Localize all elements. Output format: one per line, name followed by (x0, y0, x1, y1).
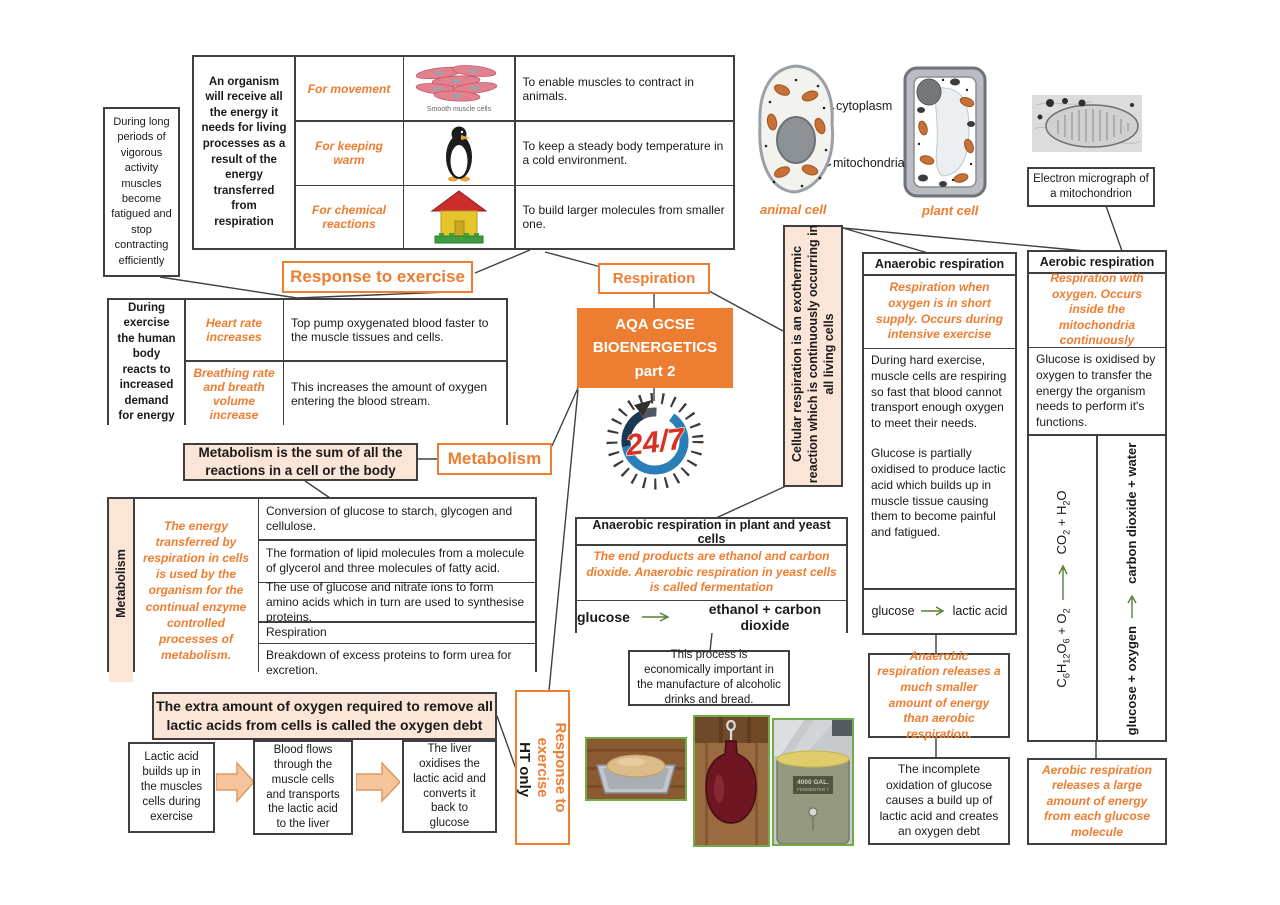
metabolism-statement: Metabolism is the sum of all the reactio… (183, 443, 418, 481)
metabolism-row-4: Respiration (259, 622, 535, 643)
metabolism-heading: Metabolism (437, 443, 552, 475)
block-arrow-icon (355, 760, 402, 809)
anaerobic-energy-note: Anaerobic respiration releases a much sm… (868, 649, 1010, 741)
animal-cell-caption: animal cell (760, 202, 827, 217)
anaerobic-body-2: Glucose is partially oxidised to produce… (871, 446, 1006, 540)
wine-demijohn-photo (693, 715, 770, 847)
plant-cell-image (903, 66, 987, 203)
anaerobic-eq-left: glucose (871, 604, 915, 619)
anaerobic-body: During hard exercise, muscle cells are r… (864, 349, 1015, 588)
title-line-1: AQA GCSE (615, 316, 695, 334)
oxygen-debt-step-1: Lactic acid builds up in the muscles cel… (128, 742, 215, 833)
aerobic-word-equation: glucose + oxygen carbon dioxide + water (1097, 435, 1165, 740)
mitochondria-label: mitochondria (833, 156, 905, 170)
cytoplasm-label: cytoplasm (836, 99, 893, 113)
fermenter-photo: 4000 GAL. FERMENTER 7 (772, 718, 854, 846)
aerobic-summary: Respiration with oxygen. Occurs inside t… (1029, 271, 1165, 347)
chem-eq-left: C6H12O6 + O2 (1053, 607, 1072, 688)
word-eq-right: carbon dioxide + water (1123, 442, 1139, 584)
metabolism-row-5: Breakdown of excess proteins to form ure… (259, 644, 535, 682)
exercise-table: During exercise the human body reacts to… (107, 298, 508, 426)
cellular-respiration-note: Cellular respiration is an exothermic re… (783, 225, 843, 487)
title-line-3: part 2 (634, 362, 676, 380)
metabolism-row-2: The formation of lipid molecules from a … (259, 540, 535, 582)
ht-heading-black: HT only (516, 742, 534, 798)
word-eq-left: glucose + oxygen (1123, 625, 1139, 735)
fermenter-label-line1: 4000 GAL. (797, 779, 829, 786)
right-arrow-icon (920, 606, 947, 616)
penguin-image (404, 121, 514, 185)
plant-cell-caption: plant cell (922, 203, 979, 218)
fatigue-note: During long periods of vigorous activity… (103, 107, 180, 277)
oxygen-debt-statement: The extra amount of oxygen required to r… (152, 692, 497, 740)
bread-photo (585, 737, 687, 801)
heart-rate-label: Heart rate increases (185, 300, 283, 360)
yeast-respiration-table: Anaerobic respiration in plant and yeast… (575, 517, 848, 633)
metabolism-side-label: Metabolism (109, 499, 133, 682)
smooth-muscle-cells-image: Smooth muscle cells (404, 57, 514, 120)
exercise-intro: During exercise the human body reacts to… (109, 300, 184, 426)
energy-row-chemical-desc: To build larger molecules from smaller o… (515, 186, 733, 248)
smooth-muscle-caption: Smooth muscle cells (427, 106, 492, 113)
energy-row-chemical-label: For chemical reactions (295, 186, 403, 248)
energy-row-movement-desc: To enable muscles to contract in animals… (515, 57, 733, 120)
map-title: AQA GCSE BIOENERGETICS part 2 (577, 308, 733, 388)
metabolism-summary: The energy transferred by respiration in… (134, 499, 258, 682)
right-arrow-icon (1126, 591, 1136, 618)
fermenter-label-line2: FERMENTER 7 (797, 787, 829, 792)
anaerobic-header: Anaerobic respiration (864, 254, 1015, 274)
oxygen-debt-step-3: The liver oxidises the lactic acid and c… (402, 740, 497, 833)
energy-row-warm-desc: To keep a steady body temperature in a c… (515, 121, 733, 185)
respiration-heading: Respiration (598, 263, 710, 294)
yeast-header: Anaerobic respiration in plant and yeast… (577, 518, 846, 546)
fermentation-economic-note: This process is economically important i… (628, 649, 790, 706)
energy-uses-table: An organism will receive all the energy … (192, 55, 735, 250)
block-arrow-icon (215, 760, 256, 809)
response-to-exercise-heading: Response to exercise (282, 261, 473, 293)
aerobic-respiration-table: Aerobic respiration Respiration with oxy… (1027, 250, 1167, 742)
anaerobic-body-1: During hard exercise, muscle cells are r… (871, 353, 1007, 431)
energy-table-intro: An organism will receive all the energy … (194, 57, 294, 248)
metabolism-row-3: The use of glucose and nitrate ions to f… (259, 580, 535, 624)
energy-row-movement-label: For movement (295, 57, 403, 120)
anaerobic-summary: Respiration when oxygen is in short supp… (864, 275, 1015, 348)
yeast-eq-left: glucose (577, 609, 630, 625)
chem-eq-right: CO2 + H2O (1053, 489, 1072, 554)
right-arrow-icon (1057, 562, 1068, 600)
energy-row-warm-label: For keeping warm (295, 121, 403, 185)
breathing-rate-label: Breathing rate and breath volume increas… (185, 361, 283, 426)
micrograph-caption: Electron micrograph of a mitochondrion (1027, 167, 1155, 207)
metabolism-table: Metabolism The energy transferred by res… (107, 497, 537, 682)
ht-heading-orange: Response to exercise (534, 722, 570, 813)
yeast-summary: The end products are ethanol and carbon … (577, 545, 846, 600)
yeast-eq-right: ethanol + carbon dioxide (708, 601, 822, 633)
oxygen-debt-note: The incomplete oxidation of glucose caus… (868, 757, 1010, 845)
yeast-equation: glucose ethanol + carbon dioxide (577, 601, 846, 633)
aerobic-energy-note: Aerobic respiration releases a large amo… (1027, 758, 1167, 845)
clock-text: 24/7 (623, 422, 687, 462)
response-to-exercise-ht-heading: Response to exercise HT only (515, 690, 570, 845)
right-arrow-icon (641, 612, 672, 622)
breathing-rate-desc: This increases the amount of oxygen ente… (284, 361, 506, 426)
animal-cell-image (752, 62, 840, 202)
oxygen-debt-step-2: Blood flows through the muscle cells and… (253, 740, 353, 835)
mitochondrion-micrograph-image (1032, 95, 1142, 157)
heart-rate-desc: Top pump oxygenated blood faster to the … (284, 300, 506, 360)
clock-24-7-image: 24/7 (598, 392, 713, 498)
title-line-2: BIOENERGETICS (592, 339, 718, 357)
aerobic-chemical-equation: C6H12O6 + O2 CO2 + H2O (1029, 435, 1097, 740)
aerobic-body: Glucose is oxidised by oxygen to transfe… (1029, 348, 1165, 434)
lego-house-image (404, 186, 514, 248)
aerobic-header: Aerobic respiration (1029, 252, 1165, 272)
anaerobic-equation: glucose lactic acid (864, 589, 1015, 633)
anaerobic-eq-right: lactic acid (952, 604, 1008, 619)
anaerobic-respiration-table: Anaerobic respiration Respiration when o… (862, 252, 1017, 635)
metabolism-row-1: Conversion of glucose to starch, glycoge… (259, 499, 535, 539)
